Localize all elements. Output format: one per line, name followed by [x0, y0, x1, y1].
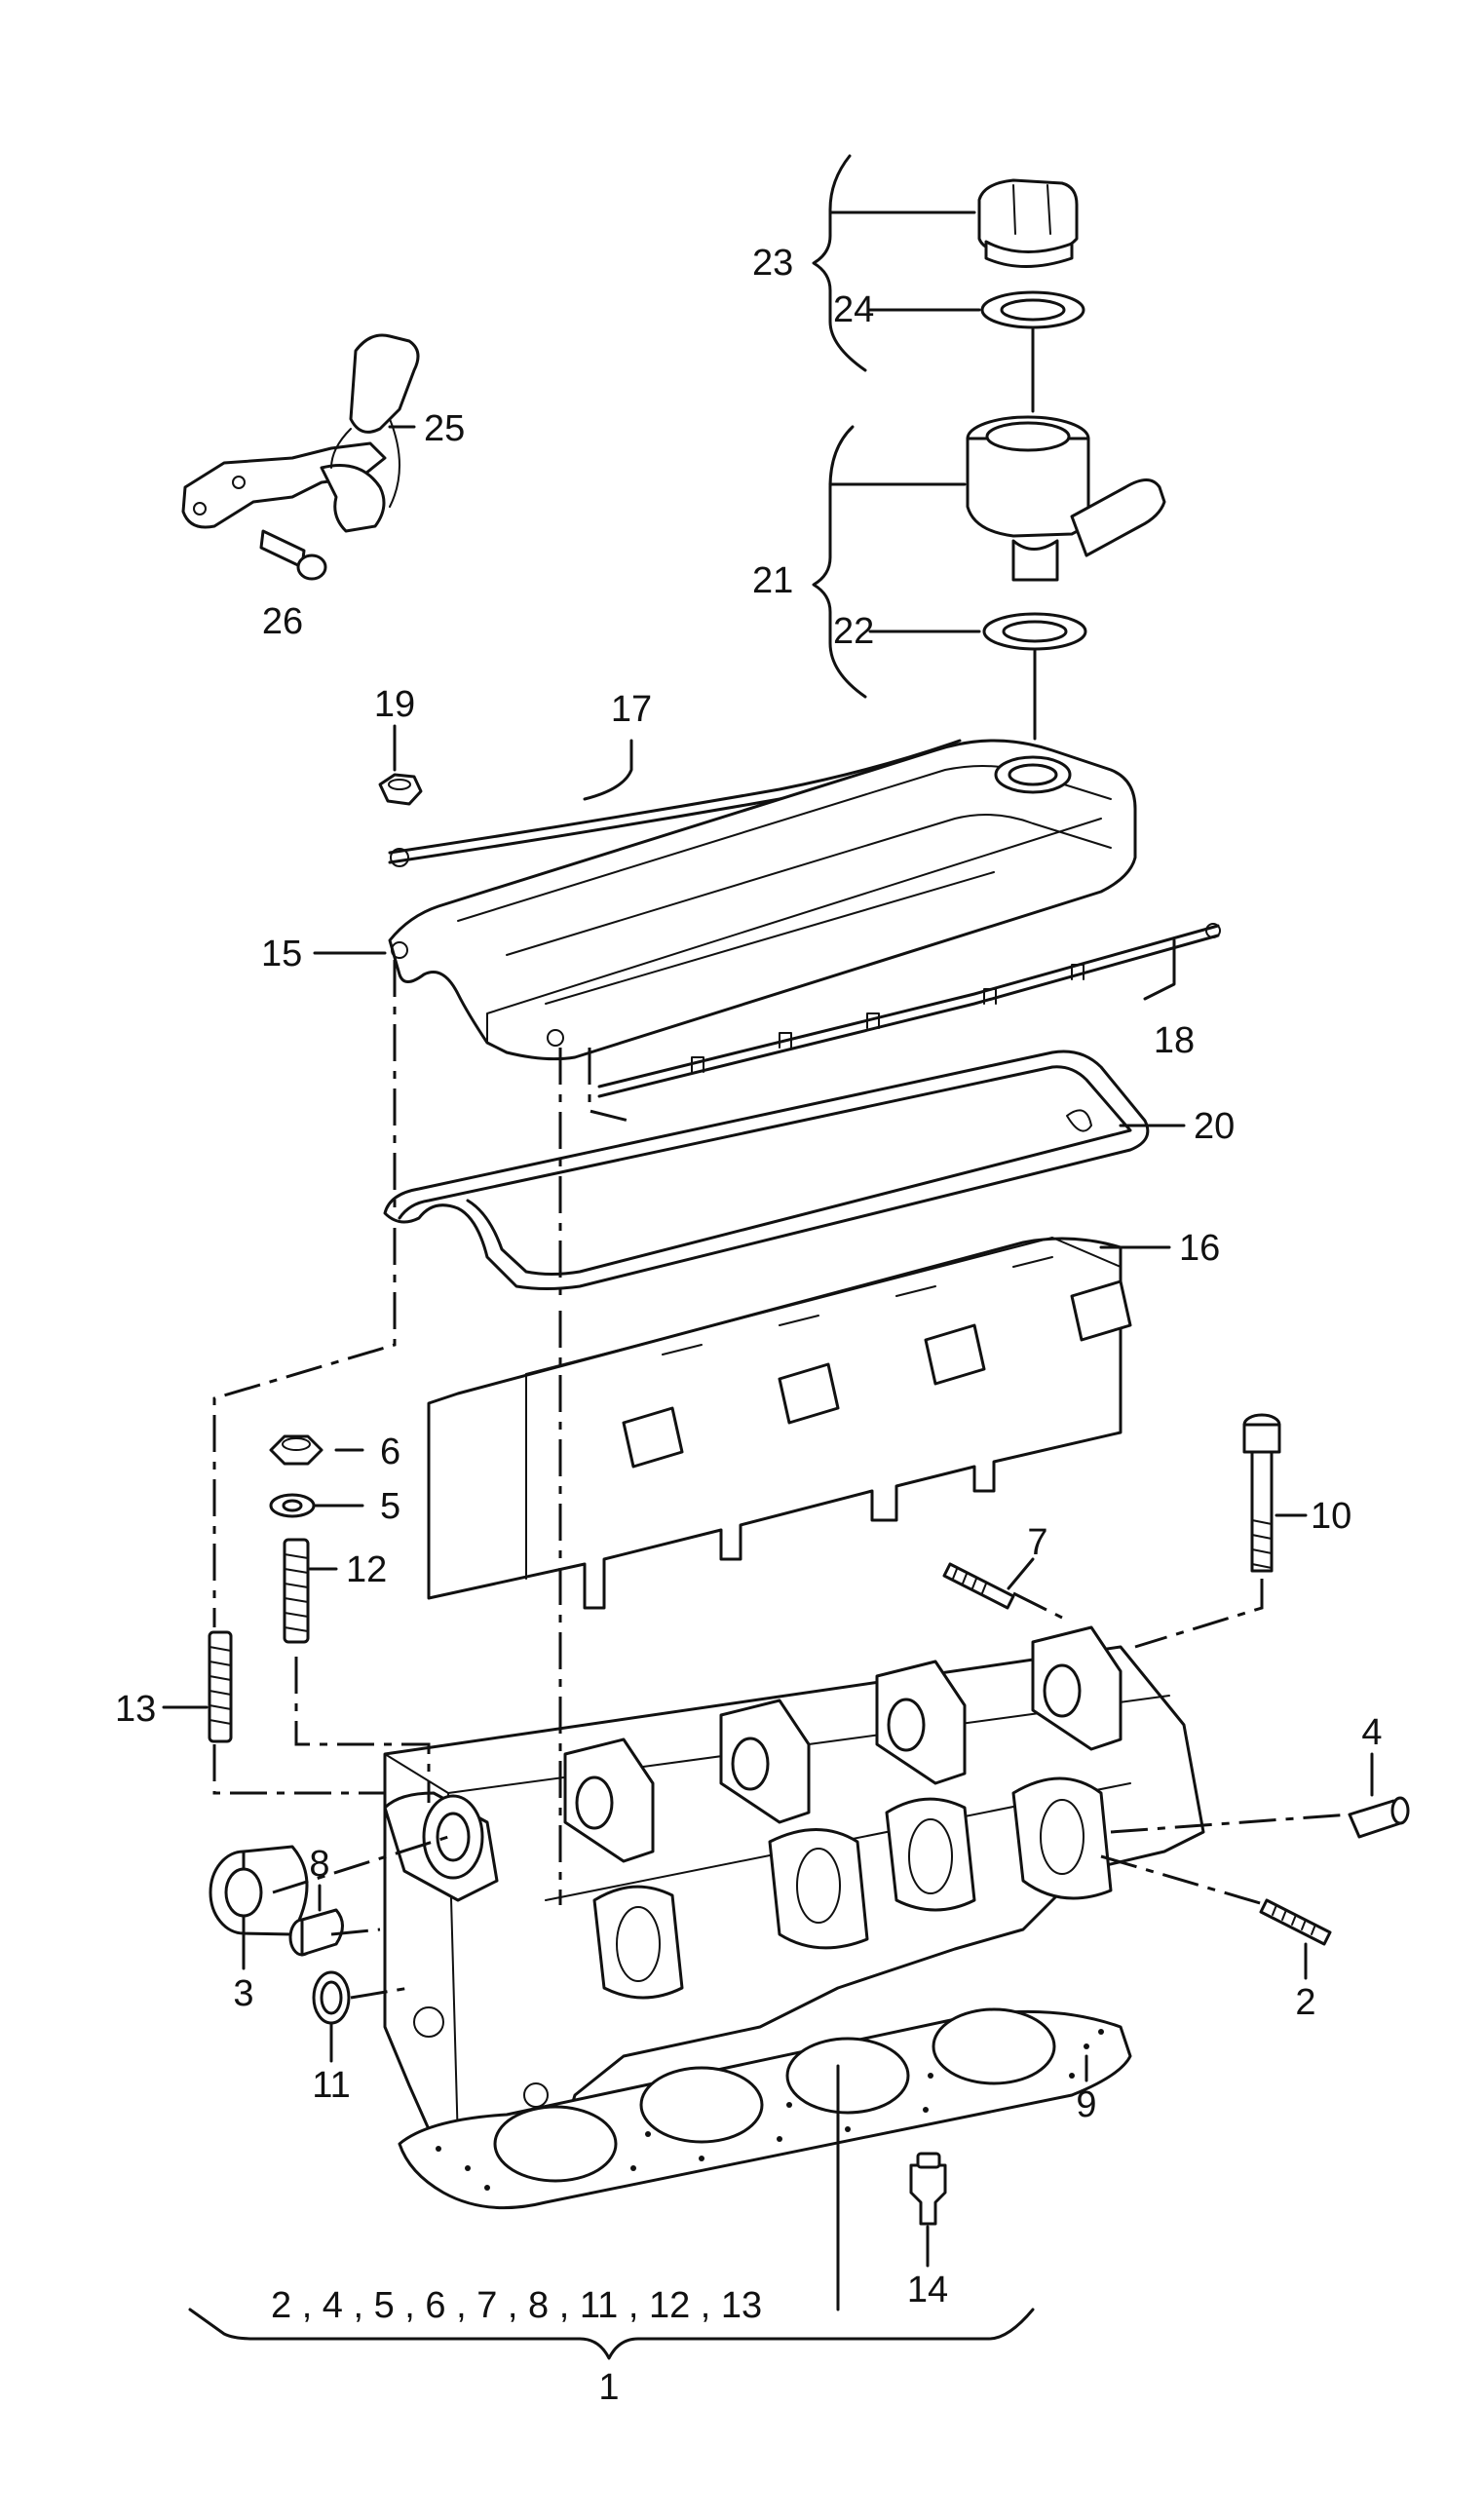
callout-4: 4 — [1361, 1712, 1382, 1753]
cylinder-head-bolt[interactable] — [1242, 1413, 1281, 1573]
breather-filler-neck[interactable] — [966, 415, 1166, 582]
callout-1: 1 — [598, 2367, 619, 2408]
callout-13: 13 — [115, 1689, 156, 1730]
callout-8: 8 — [309, 1844, 329, 1885]
cylinder-head-cover[interactable] — [388, 739, 1137, 1061]
callout-9: 9 — [1076, 2084, 1096, 2125]
gasket-holes — [436, 2029, 1104, 2191]
callout-10: 10 — [1311, 1496, 1351, 1537]
stud-long[interactable] — [283, 1538, 310, 1644]
callout-19: 19 — [374, 684, 415, 725]
cylinder-head[interactable] — [383, 1625, 1205, 2160]
cover-nut[interactable] — [378, 773, 423, 806]
callout-15: 15 — [261, 934, 302, 974]
callout-22: 22 — [833, 611, 874, 652]
manifold-stud-lower[interactable] — [1259, 1898, 1332, 1946]
callout-14: 14 — [907, 2270, 948, 2310]
oil-seal[interactable] — [209, 1845, 309, 1936]
callout-labels: 1 2 3 4 5 6 7 8 9 10 11 12 13 14 15 16 1… — [115, 243, 1383, 2408]
stud-short[interactable] — [208, 1630, 233, 1743]
callout-25: 25 — [424, 408, 465, 449]
washer[interactable] — [269, 1493, 316, 1518]
kit-contents-label: 2 , 4 , 5 , 6 , 7 , 8 , 11 , 12 , 13 — [271, 2285, 762, 2326]
callout-17: 17 — [611, 689, 652, 730]
sensor[interactable] — [909, 2152, 947, 2226]
callout-20: 20 — [1194, 1106, 1235, 1147]
alignment-lines — [212, 960, 1351, 2000]
sealing-plug[interactable] — [1348, 1796, 1410, 1839]
callout-2: 2 — [1295, 1982, 1315, 2023]
cylinder-head-gasket[interactable] — [398, 2007, 1132, 2210]
manifold-stud-upper[interactable] — [942, 1562, 1015, 1610]
callout-18: 18 — [1154, 1020, 1195, 1061]
harness-bolt[interactable] — [259, 529, 327, 581]
cover-gasket[interactable] — [383, 1050, 1150, 1290]
cap-seal-ring[interactable] — [980, 290, 1085, 329]
callout-11: 11 — [312, 2065, 350, 2106]
cover-side-seal[interactable] — [597, 923, 1221, 1098]
callout-5: 5 — [380, 1486, 400, 1527]
callout-12: 12 — [346, 1549, 387, 1590]
callout-26: 26 — [262, 601, 303, 642]
callout-16: 16 — [1179, 1228, 1220, 1269]
breather-seal-ring[interactable] — [982, 612, 1087, 651]
callout-24: 24 — [833, 289, 874, 330]
nut[interactable] — [269, 1434, 323, 1466]
callout-3: 3 — [233, 1973, 253, 2014]
callout-21: 21 — [752, 560, 793, 601]
wiring-harness[interactable] — [181, 333, 420, 533]
leader-lines — [162, 425, 1374, 2360]
bush[interactable] — [288, 1908, 344, 1957]
oil-baffle[interactable] — [427, 1237, 1132, 1610]
callout-23: 23 — [752, 243, 793, 284]
sleeve[interactable] — [312, 1970, 351, 2025]
callout-7: 7 — [1027, 1522, 1047, 1563]
callout-6: 6 — [380, 1432, 400, 1472]
oil-filler-cap[interactable] — [977, 178, 1079, 268]
